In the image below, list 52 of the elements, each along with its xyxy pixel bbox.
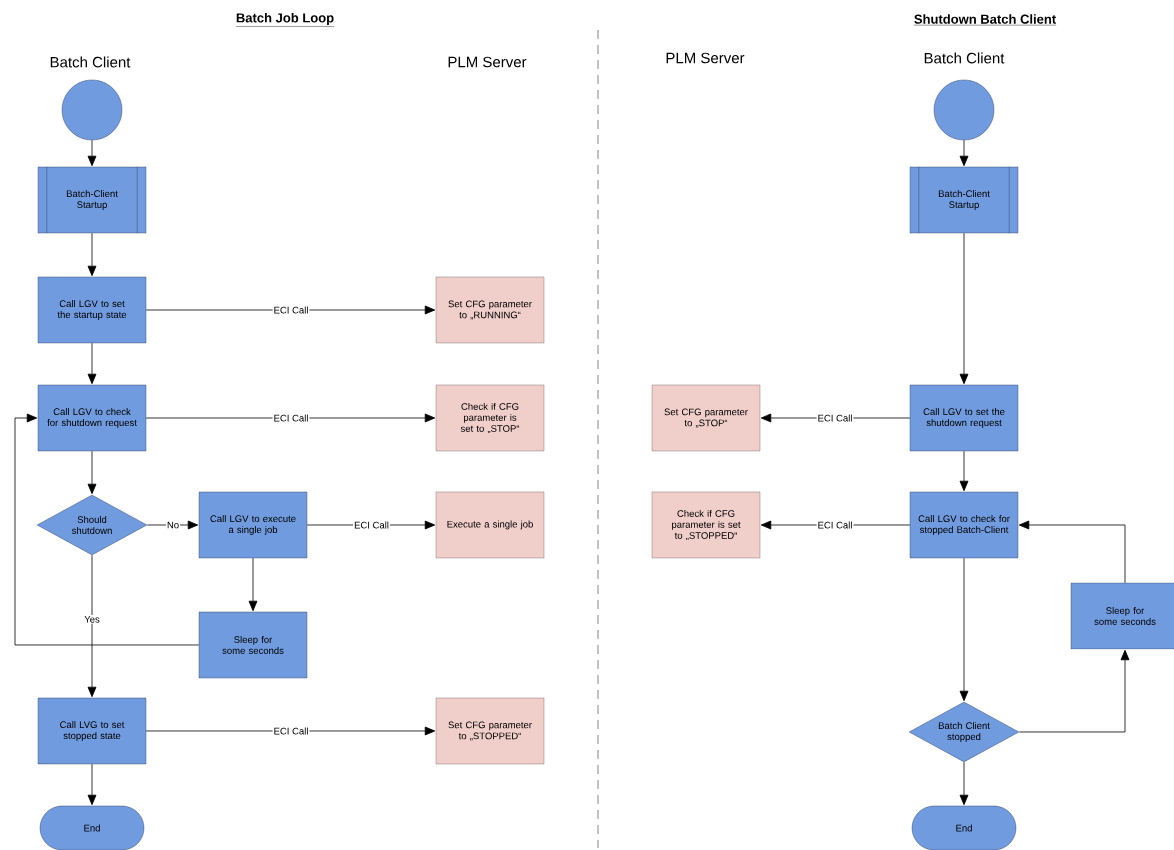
process-box: Call LGV to execute a single job <box>198 491 308 559</box>
arrow <box>87 232 97 277</box>
arrow <box>1018 649 1130 733</box>
server-box: Set CFG parameter to „STOPPED“ <box>435 697 545 765</box>
arrow <box>87 139 97 167</box>
server-box: Check if CFG parameter is set to „STOPPED“ <box>651 491 761 559</box>
edge-label: ECI Call <box>816 520 854 530</box>
arrow <box>14 413 200 646</box>
arrow <box>959 557 969 702</box>
end-terminal: End <box>39 805 145 850</box>
subprocess-box: Batch-Client Startup <box>37 166 147 234</box>
process-box: Sleep for some seconds <box>198 611 308 679</box>
end-terminal: End <box>911 805 1017 850</box>
lane-heading: Batch Client <box>924 52 1005 64</box>
arrow <box>87 554 97 698</box>
section-title: Shutdown Batch Client <box>913 14 1057 26</box>
edge-label: ECI Call <box>272 726 310 736</box>
process-box: Call LGV to check for shutdown request <box>37 384 147 452</box>
arrow <box>145 305 436 315</box>
process-box: Sleep for some seconds <box>1070 582 1174 650</box>
edge-label: ECI Call <box>353 520 390 530</box>
edge-label: ECI Call <box>272 305 310 315</box>
server-box: Check if CFG parameter is set to „STOP“ <box>435 384 545 452</box>
server-box: Execute a single job <box>435 491 545 559</box>
edge-label: ECI Call <box>816 413 854 423</box>
arrow <box>87 342 97 385</box>
process-box: Call LGV to set the startup state <box>37 276 147 344</box>
process-box: Call LVG to set stopped state <box>37 697 147 765</box>
lane-heading: PLM Server <box>666 52 745 64</box>
arrow <box>87 763 97 806</box>
process-box: Call LGV to set the shutdown request <box>909 384 1019 452</box>
arrow <box>248 557 258 612</box>
arrow <box>959 232 969 385</box>
lane-heading: PLM Server <box>448 56 527 68</box>
arrow <box>87 450 97 495</box>
arrow <box>1018 520 1126 584</box>
arrow <box>145 413 436 423</box>
arrow <box>145 726 436 736</box>
arrow <box>959 761 969 806</box>
arrow <box>146 520 199 530</box>
server-box: Set CFG parameter to „RUNNING“ <box>435 276 545 344</box>
edge-label: ECI Call <box>272 413 310 423</box>
subprocess-box: Batch-Client Startup <box>909 166 1019 234</box>
process-box: Call LGV to check for stopped Batch-Client <box>909 491 1019 559</box>
server-box: Set CFG parameter to „STOP“ <box>651 384 761 452</box>
arrow <box>959 450 969 492</box>
arrow <box>959 139 969 167</box>
edge-label: No <box>165 520 181 530</box>
edge-label: Yes <box>83 615 101 624</box>
start-circle <box>61 79 123 141</box>
section-title: Batch Job Loop <box>235 12 335 27</box>
start-circle <box>933 79 995 141</box>
